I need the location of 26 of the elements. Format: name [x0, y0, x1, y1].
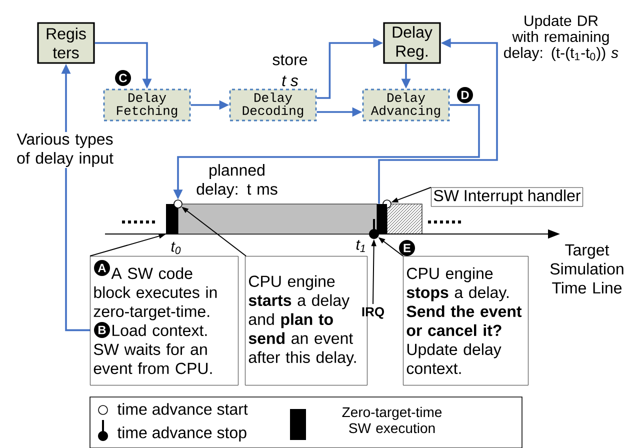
callout-letter: A: [94, 260, 110, 276]
annotation: Update DR with remaining delay: (t-(t$_{1}$-t$_{0}$)) s: [504, 15, 618, 61]
legend-text: Zero-target-time SW execution: [342, 406, 442, 434]
text-box: CPU engine stops a delay. Send the event or cancel it? Update delay context.: [403, 256, 528, 386]
legend-text: time advance stop: [117, 426, 246, 442]
execution-bar: [166, 204, 178, 234]
edge-label: Various types of delay input: [9, 132, 121, 168]
register-box: Delay Reg.: [383, 22, 441, 64]
legend-text: time advance start: [117, 403, 248, 415]
delay-bar: [178, 204, 378, 234]
axis-label: Target Simulation Time Line: [550, 244, 624, 294]
process-box: Delay Fetching: [103, 88, 191, 122]
callout-box: SW Interrupt handler: [431, 187, 584, 207]
time-label: t$_{0}$: [171, 242, 181, 254]
callout-letter: B: [94, 322, 110, 338]
annotation: planned delay: t ms: [196, 164, 278, 198]
callout-letter: E: [399, 240, 415, 256]
time-label: t$_{1}$: [356, 240, 365, 252]
callout-letter: C: [115, 70, 131, 86]
callout-letter: D: [457, 87, 473, 103]
process-box: Delay Decoding: [229, 88, 317, 122]
annotation: store: [272, 54, 308, 66]
annotation: t s: [282, 76, 298, 86]
register-box: Regis ters: [37, 22, 95, 64]
process-box: Delay Advancing: [362, 88, 450, 122]
start-marker: [174, 200, 182, 208]
